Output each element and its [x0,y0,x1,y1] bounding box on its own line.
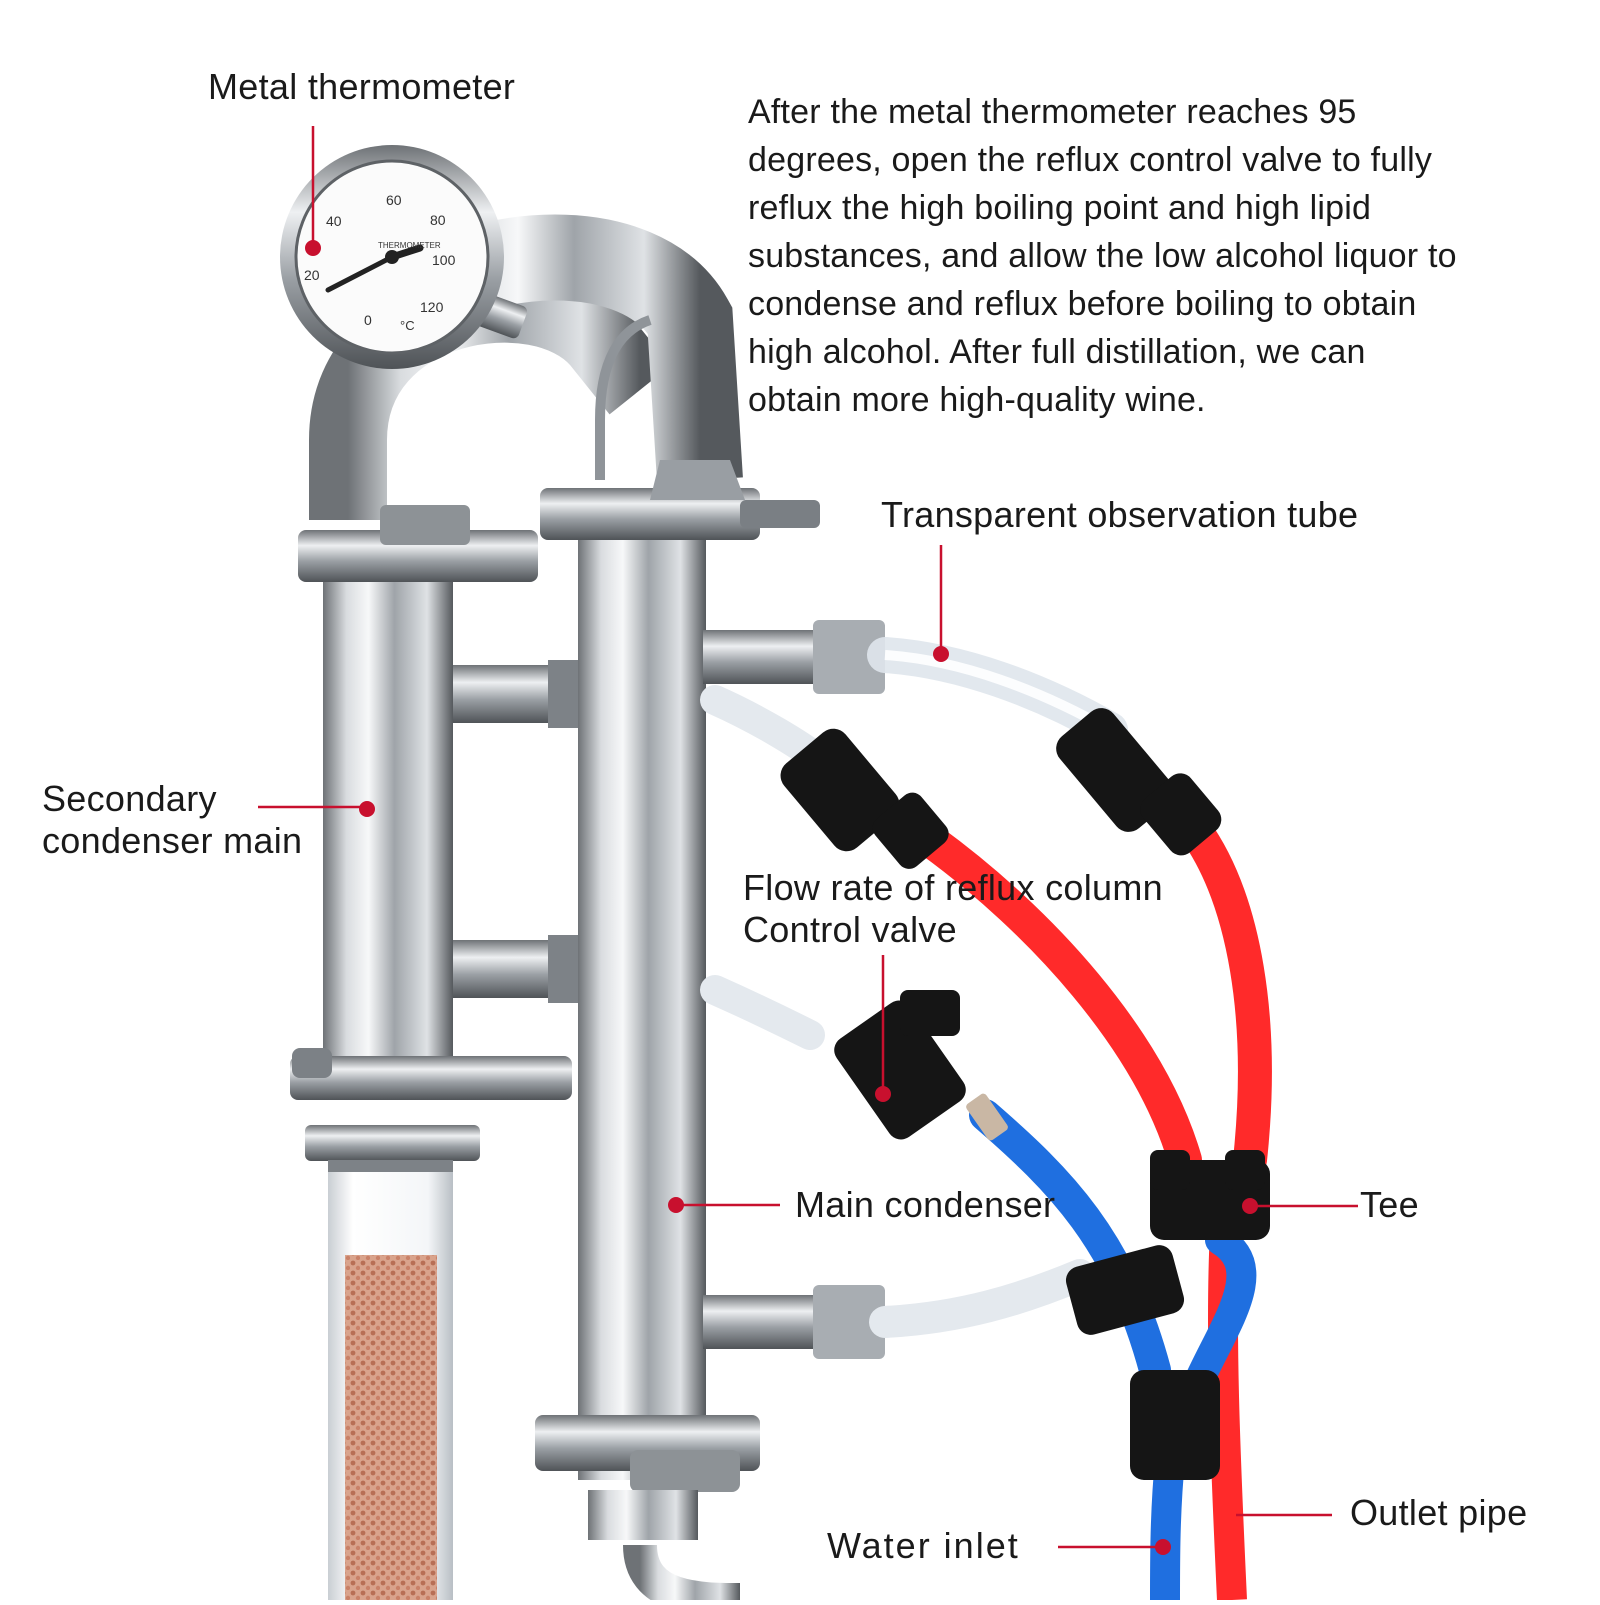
main-condenser-tube [578,520,706,1480]
red-hose-right [1178,813,1272,1177]
instructions-paragraph: After the metal thermometer reaches 95 d… [748,88,1568,424]
label-metal-thermometer: Metal thermometer [208,66,516,107]
clamp-top-right [540,460,820,540]
label-control-valve: Control valve [743,909,957,950]
red-hose-left [913,823,1202,1177]
secondary-condenser-tube [323,560,453,1060]
lower-side-port [703,1295,813,1349]
dial-label-20: 20 [304,267,320,283]
instructions-line: degrees, open the reflux control valve t… [748,141,1433,179]
annotation-leaders [258,126,1358,1549]
instructions-line: obtain more high-quality wine. [748,381,1206,419]
dial-label-120: 120 [420,299,444,315]
dial-label-40: 40 [326,213,342,229]
upper-side-port [703,630,813,684]
instructions-line: reflux the high boiling point and high l… [748,189,1372,227]
instructions-line: substances, and allow the low alcohol li… [748,237,1457,275]
label-main-condenser: Main condenser [795,1184,1056,1225]
dial-unit: °C [400,318,415,333]
dial-brand: THERMOMETER [378,241,441,250]
lower-port-nut [813,1285,885,1359]
reflux-line-fitting [780,728,900,852]
blue-hose-loop [1180,1225,1257,1405]
blue-hose-from-valve [969,1099,1171,1386]
transparent-observation-tube [867,637,1128,748]
dial-label-0: 0 [364,312,372,328]
metal-thermometer: 40 60 80 100 120 20 0 °C THERMOMETER [280,145,528,369]
label-water-inlet: Water inlet [827,1525,1020,1566]
instructions-line: After the metal thermometer reaches 95 [748,93,1357,131]
label-flow-rate-line1: Flow rate of reflux column [743,867,1163,908]
control-valve-body [834,1000,966,1140]
label-transparent-observation-tube: Transparent observation tube [881,494,1359,535]
label-secondary-condenser-line1: Secondary [42,778,217,819]
instructions-line: high alcohol. After full distillation, w… [748,333,1366,371]
clamp-middle-left [290,1048,572,1161]
annotation-dots [305,240,1258,1555]
label-secondary-condenser-line2: condenser main [42,820,303,861]
label-outlet-pipe: Outlet pipe [1350,1492,1528,1533]
label-tee: Tee [1360,1184,1419,1225]
clamp-bottom-right [535,1415,760,1492]
dial-label-80: 80 [430,212,446,228]
outlet-pipe-red [1207,1229,1247,1601]
upper-port-nut [813,620,885,694]
clamp-top-left [298,505,538,582]
instructions-line: condense and reflux before boiling to ob… [748,285,1417,323]
water-inlet-blue [1150,1458,1185,1601]
dial-label-100: 100 [432,252,456,268]
dial-label-60: 60 [386,192,402,208]
copper-packing [345,1255,437,1600]
